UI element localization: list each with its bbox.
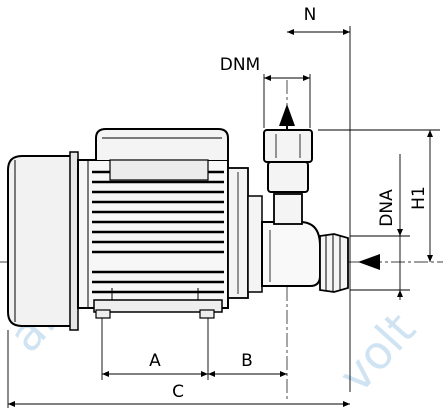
motor-flange bbox=[227, 167, 263, 299]
watermark-text-2: volt bbox=[328, 302, 426, 402]
dimension-label-a: A bbox=[149, 351, 161, 371]
motor-base-feet bbox=[93, 288, 223, 319]
dimension-label-dna: DNA bbox=[377, 189, 397, 227]
dimension-arrowheads bbox=[8, 29, 433, 407]
outlet-connection bbox=[263, 129, 313, 225]
dimension-label-c: C bbox=[172, 382, 184, 402]
pump-body bbox=[261, 221, 321, 287]
outlet-flow-arrow bbox=[279, 104, 295, 126]
dimension-label-h1: H1 bbox=[409, 186, 429, 210]
dimension-lines bbox=[7, 26, 440, 410]
dimension-label-b: B bbox=[241, 351, 253, 371]
inlet-connection bbox=[319, 233, 349, 293]
inlet-flow-arrow bbox=[358, 254, 380, 270]
dimension-label-dnm: DNM bbox=[220, 55, 260, 75]
motor-fan-cover bbox=[7, 151, 79, 331]
dimension-label-n: N bbox=[304, 5, 317, 25]
terminal-box bbox=[95, 128, 229, 181]
